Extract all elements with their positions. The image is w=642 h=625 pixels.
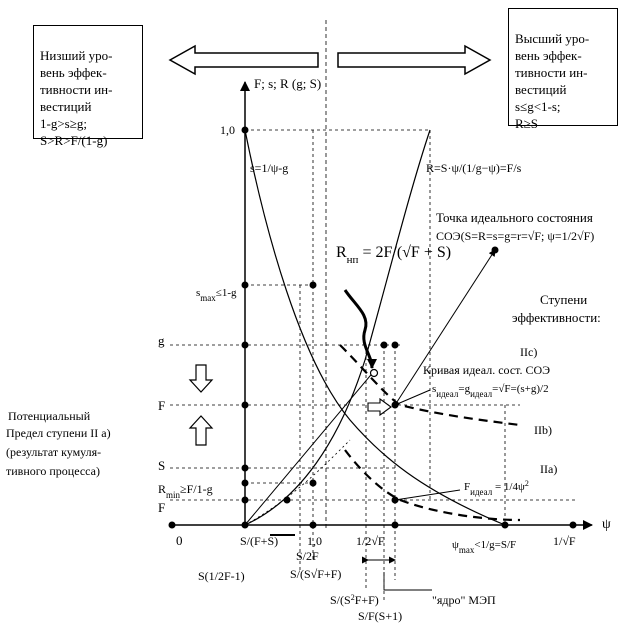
ideal-point-line2: СОЭ(S=R=s=g=r=√F; ψ=1/2√F)	[436, 229, 594, 243]
xtick-S-F-plus-S: S/(F+S)	[240, 534, 278, 548]
core-label: "ядро" МЭП	[432, 593, 496, 607]
lower-level-line-2: вень эффек-	[40, 65, 107, 80]
R-curve-label: R=S·ψ/(1/g−ψ)=F/s	[426, 161, 522, 175]
potential-line2: Предел ступени II a)	[6, 426, 111, 440]
up-hollow-arrow	[188, 415, 214, 446]
s-curve-label: s=1/ψ-g	[250, 161, 288, 175]
below-S-F-S1: S/F(S+1)	[358, 609, 402, 623]
higher-level-line-4: вестиций	[515, 82, 567, 97]
lower-light-curve	[244, 439, 351, 526]
F-ideal-curve-dashed	[344, 449, 521, 522]
curve-ideal-label: Кривая идеал. сост. СОЭ	[423, 363, 550, 377]
Rnp-point	[369, 368, 379, 378]
steps-line2: эффективности:	[512, 310, 601, 325]
ytick-smax: smax≤1-g	[196, 287, 237, 303]
lower-level-line-5: 1-g>s≥g;	[40, 116, 87, 131]
ytick-S: S	[158, 458, 165, 473]
y-axis-label: F; s; R (g; S)	[254, 76, 321, 91]
R-curve	[244, 129, 431, 526]
xtick-one-sqrtF: 1/√F	[553, 534, 576, 548]
ytick-g: g	[158, 333, 165, 348]
down-hollow-arrow	[188, 364, 214, 393]
core-bracket	[383, 572, 432, 591]
below-S-S2F: S/(S2F+F)	[330, 593, 379, 608]
IIb-label: IIb)	[534, 423, 552, 437]
ideal-point-line1: Точка идеального состояния	[436, 210, 593, 225]
Rnp-pointer	[343, 289, 377, 369]
lower-level-line-3: тивности ин-	[40, 82, 113, 97]
below-S-half: S(1/2F-1)	[198, 569, 245, 583]
ytick-Rmin: Rmin≥F/1-g	[158, 482, 213, 500]
ytick-one: 1,0	[220, 123, 235, 137]
higher-level-line-3: тивности ин-	[515, 65, 588, 80]
potential-line1: Потенциальный	[8, 409, 91, 423]
below-S-SsqrtF: S/(S√F+F)	[290, 567, 341, 581]
lower-level-line-6: S>R>F/(1-g)	[40, 133, 108, 148]
ytick-F-mid: F	[158, 398, 165, 413]
ideal-curve-dashed	[339, 344, 521, 427]
IIc-label: IIc)	[520, 345, 537, 359]
lower-level-line-1: Низший уро-	[40, 48, 113, 63]
left-hollow-arrow	[168, 44, 319, 76]
higher-level-line-5: s≤g<1-s;	[515, 99, 561, 114]
x-axis-label: ψ	[602, 517, 611, 532]
potential-line4: тивного процесса)	[6, 464, 100, 478]
lower-level-box: Низший уро- вень эффек- тивности ин- вес…	[33, 25, 143, 148]
potential-line3: (результат кумуля-	[6, 445, 101, 459]
right-small-hollow-arrow	[367, 397, 392, 417]
steps-line1: Ступени	[540, 292, 587, 307]
higher-level-line-6: R≥S	[515, 116, 539, 131]
F-ideal-label: Fидеал = 1/4ψ2	[464, 479, 529, 498]
higher-level-box: Высший уро- вень эффек- тивности ин- вес…	[508, 8, 618, 131]
higher-level-line-1: Высший уро-	[515, 31, 590, 46]
IIa-label: IIa)	[540, 462, 557, 476]
xtick-psi-max: ψmax<1/g=S/F	[452, 539, 516, 555]
lower-level-line-4: вестиций	[40, 99, 92, 114]
pointer-lines	[244, 249, 496, 526]
ytick-F-low: F	[158, 500, 165, 515]
xtick-half-sqrtF: 1/2√F	[356, 534, 385, 548]
Rnp-label: Rнп = 2F/(√F + S)	[336, 244, 451, 266]
s-curve	[244, 129, 506, 526]
higher-level-line-2: вень эффек-	[515, 48, 582, 63]
xtick-one: 1,0	[307, 534, 322, 548]
origin-label: 0	[176, 533, 183, 548]
points	[168, 126, 577, 529]
below-S-2F: S/2F	[296, 549, 319, 563]
s-ideal-label: sидеал=gидеал=√F=(s+g)/2	[432, 383, 549, 399]
right-hollow-arrow	[337, 44, 492, 76]
